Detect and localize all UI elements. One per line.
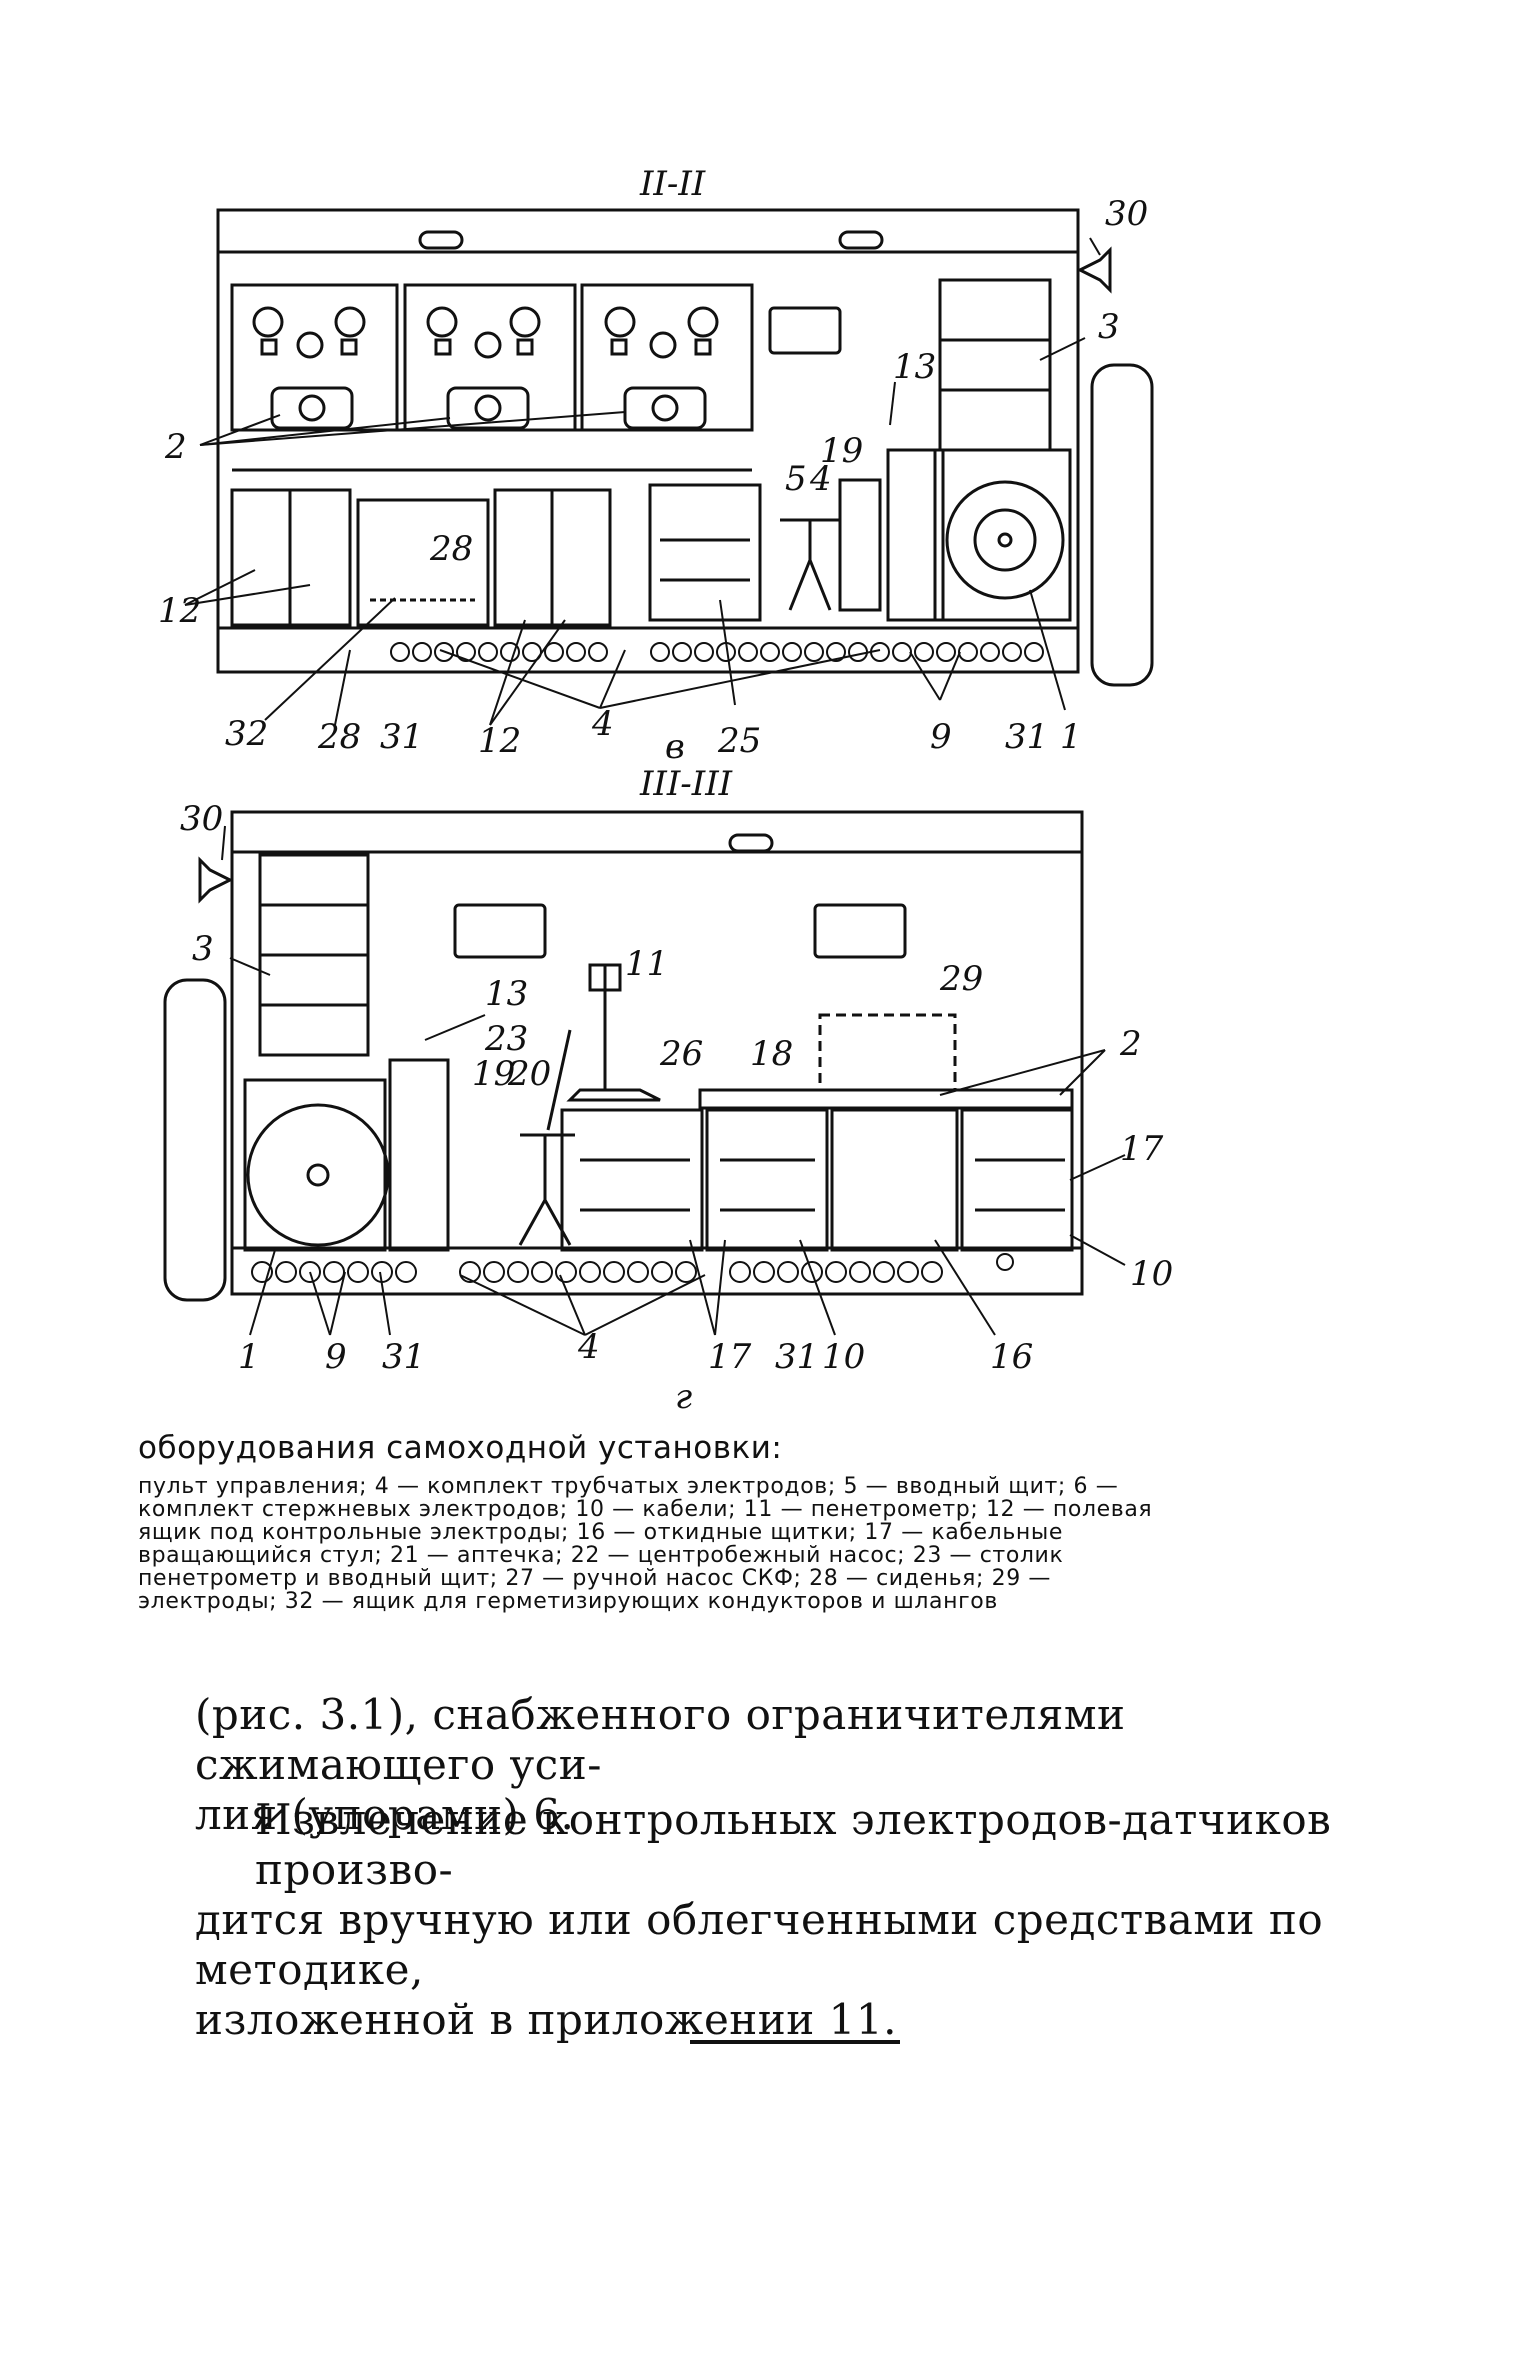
label-bottom-16: 16 <box>990 1337 1033 1377</box>
bottom-shelf-3 <box>258 853 370 1057</box>
label-top-3: 3 <box>1098 307 1120 347</box>
label-top-32: 32 <box>225 714 268 754</box>
label-top-5: 5 <box>785 459 807 499</box>
label-bottom-11: 11 <box>625 944 668 984</box>
label-bottom-31: 31 <box>382 1337 425 1377</box>
paragraph-2: Извлечение контрольных электродов-датчик… <box>195 1795 1420 2045</box>
label-bottom-9: 9 <box>325 1337 347 1377</box>
paragraph-line: лия (упорами) 6. <box>195 1790 575 1839</box>
bottom-body-outline <box>230 810 1084 1296</box>
label-bottom-20: 20 <box>507 1054 551 1094</box>
bottom-window-right <box>813 903 907 959</box>
label-bottom-10b: 10 <box>822 1337 865 1377</box>
section-label-bottom: III-III <box>639 764 733 804</box>
top-chair <box>780 518 840 611</box>
legend-line: пульт управления; 4 — комплект трубчатых… <box>138 1474 1119 1499</box>
figure-caption-heading: оборудования самоходной установки: <box>138 1430 783 1466</box>
label-bottom-1: 1 <box>238 1337 260 1377</box>
top-electrode-rack <box>648 483 762 622</box>
label-top-13: 13 <box>893 347 936 387</box>
top-pump <box>933 448 1072 622</box>
top-window <box>768 306 842 355</box>
bottom-chair <box>518 1029 575 1246</box>
bottom-electrodes-29 <box>818 1013 957 1092</box>
label-top-19: 19 <box>820 431 863 471</box>
legend-line: электроды; 32 — ящик для герметизирующих… <box>138 1589 998 1614</box>
bottom-window-left <box>453 903 547 959</box>
label-top-31b: 31 <box>1005 717 1048 757</box>
bottom-penetrometer <box>566 963 661 1102</box>
label-bottom-26: 26 <box>659 1034 703 1074</box>
label-bottom-18: 18 <box>750 1034 793 1074</box>
top-horn-30 <box>1076 246 1112 294</box>
label-bottom-4: 4 <box>577 1327 600 1367</box>
equipment-drawing: II-II 30 3 13 2 19 5 4 28 12 32 28 31 12… <box>158 164 1173 1417</box>
bottom-pump <box>243 1078 390 1252</box>
top-floor <box>216 626 1080 674</box>
legend-line: комплект стержневых электродов; 10 — каб… <box>138 1497 1153 1522</box>
bottom-horn-30 <box>198 856 234 904</box>
label-top-12b: 12 <box>478 721 521 761</box>
paragraph-line: (рис. 3.1), снабженного ограничителями с… <box>195 1690 1126 1789</box>
bottom-door <box>163 978 227 1302</box>
label-bottom-17: 17 <box>1120 1129 1164 1169</box>
legend-line: пенетрометр и вводный щит; 27 — ручной н… <box>138 1566 1051 1591</box>
paragraph-line: изложенной в приложении 11. <box>195 1995 897 2044</box>
top-control-consoles <box>230 283 754 472</box>
paragraph-1: (рис. 3.1), снабженного ограничителями с… <box>195 1690 1420 1840</box>
label-top-4a: 4 <box>809 459 832 499</box>
label-bottom-31b: 31 <box>775 1337 818 1377</box>
label-bottom-3: 3 <box>192 929 214 969</box>
label-top-25: 25 <box>717 721 761 761</box>
label-bottom-10: 10 <box>1130 1254 1173 1294</box>
top-cable-coils <box>390 642 1044 662</box>
legend-line: ящик под контрольные электроды; 16 — отк… <box>138 1520 1063 1545</box>
paragraph-line: дится вручную или облегченными средствам… <box>195 1895 1324 1994</box>
legend-line: вращающийся стул; 21 — аптечка; 22 — цен… <box>138 1543 1064 1568</box>
section-label-top: II-II <box>639 164 706 204</box>
label-top-28b: 28 <box>317 717 361 757</box>
figure-legend: пульт управления; 4 — комплект трубчатых… <box>138 1475 1308 1613</box>
bottom-racks-17 <box>560 1108 1074 1252</box>
label-bottom-23: 23 <box>484 1019 528 1059</box>
label-top-31a: 31 <box>380 717 423 757</box>
label-top-9: 9 <box>930 717 952 757</box>
subfig-label-g: г <box>675 1377 692 1417</box>
paragraph-line: Извлечение контрольных электродов-датчик… <box>255 1795 1332 1894</box>
label-bottom-30: 30 <box>180 799 223 839</box>
label-bottom-13: 13 <box>485 974 528 1014</box>
label-top-4: 4 <box>591 704 614 744</box>
section-end-rule <box>690 2040 900 2044</box>
label-top-2: 2 <box>164 427 187 467</box>
label-bottom-29: 29 <box>939 959 983 999</box>
label-bottom-17b: 17 <box>708 1337 752 1377</box>
subfig-label-v: в <box>665 727 685 767</box>
label-top-28: 28 <box>429 529 473 569</box>
label-top-30: 30 <box>1105 194 1148 234</box>
bottom-cable-coils <box>251 1253 1014 1283</box>
top-door <box>1090 363 1154 687</box>
label-top-1: 1 <box>1060 717 1082 757</box>
label-bottom-2: 2 <box>1119 1024 1142 1064</box>
bottom-floor <box>230 1246 1084 1296</box>
label-top-12: 12 <box>158 591 201 631</box>
label-bottom-19: 19 <box>472 1054 515 1094</box>
